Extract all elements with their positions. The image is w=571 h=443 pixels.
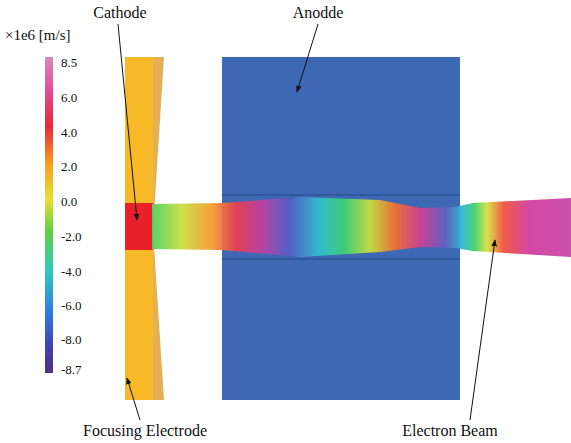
leader-line [470, 240, 495, 420]
anode-bore-edge [222, 258, 460, 260]
tick-label: -8.0 [61, 333, 82, 346]
part-name: Cathode [93, 5, 146, 21]
tick-label: 6.0 [61, 91, 77, 104]
tick-label: 4.0 [61, 126, 77, 139]
leader-line [297, 24, 318, 92]
color-bar [45, 57, 53, 373]
tick-label: -6.0 [61, 299, 82, 312]
tick-label: -4.0 [61, 265, 82, 278]
focusing-electrode [125, 57, 153, 400]
part-name: Focusing Electrode [83, 423, 207, 439]
tick-label: -8.7 [61, 363, 82, 376]
tick-label: -2.0 [61, 230, 82, 243]
tick-label: 2.0 [61, 160, 77, 173]
leader-line [127, 378, 140, 420]
electron-beam [152, 197, 571, 257]
tick-label: 8.5 [61, 56, 77, 69]
part-name: Electron Beam [402, 423, 498, 439]
tick-label: 0.0 [61, 195, 77, 208]
leader-line [118, 24, 137, 220]
anode-bore-edge [222, 194, 460, 196]
part-name: Anodde [293, 5, 344, 21]
unit-label: ×1e6 [m/s] [5, 28, 71, 43]
cathode [125, 203, 153, 250]
